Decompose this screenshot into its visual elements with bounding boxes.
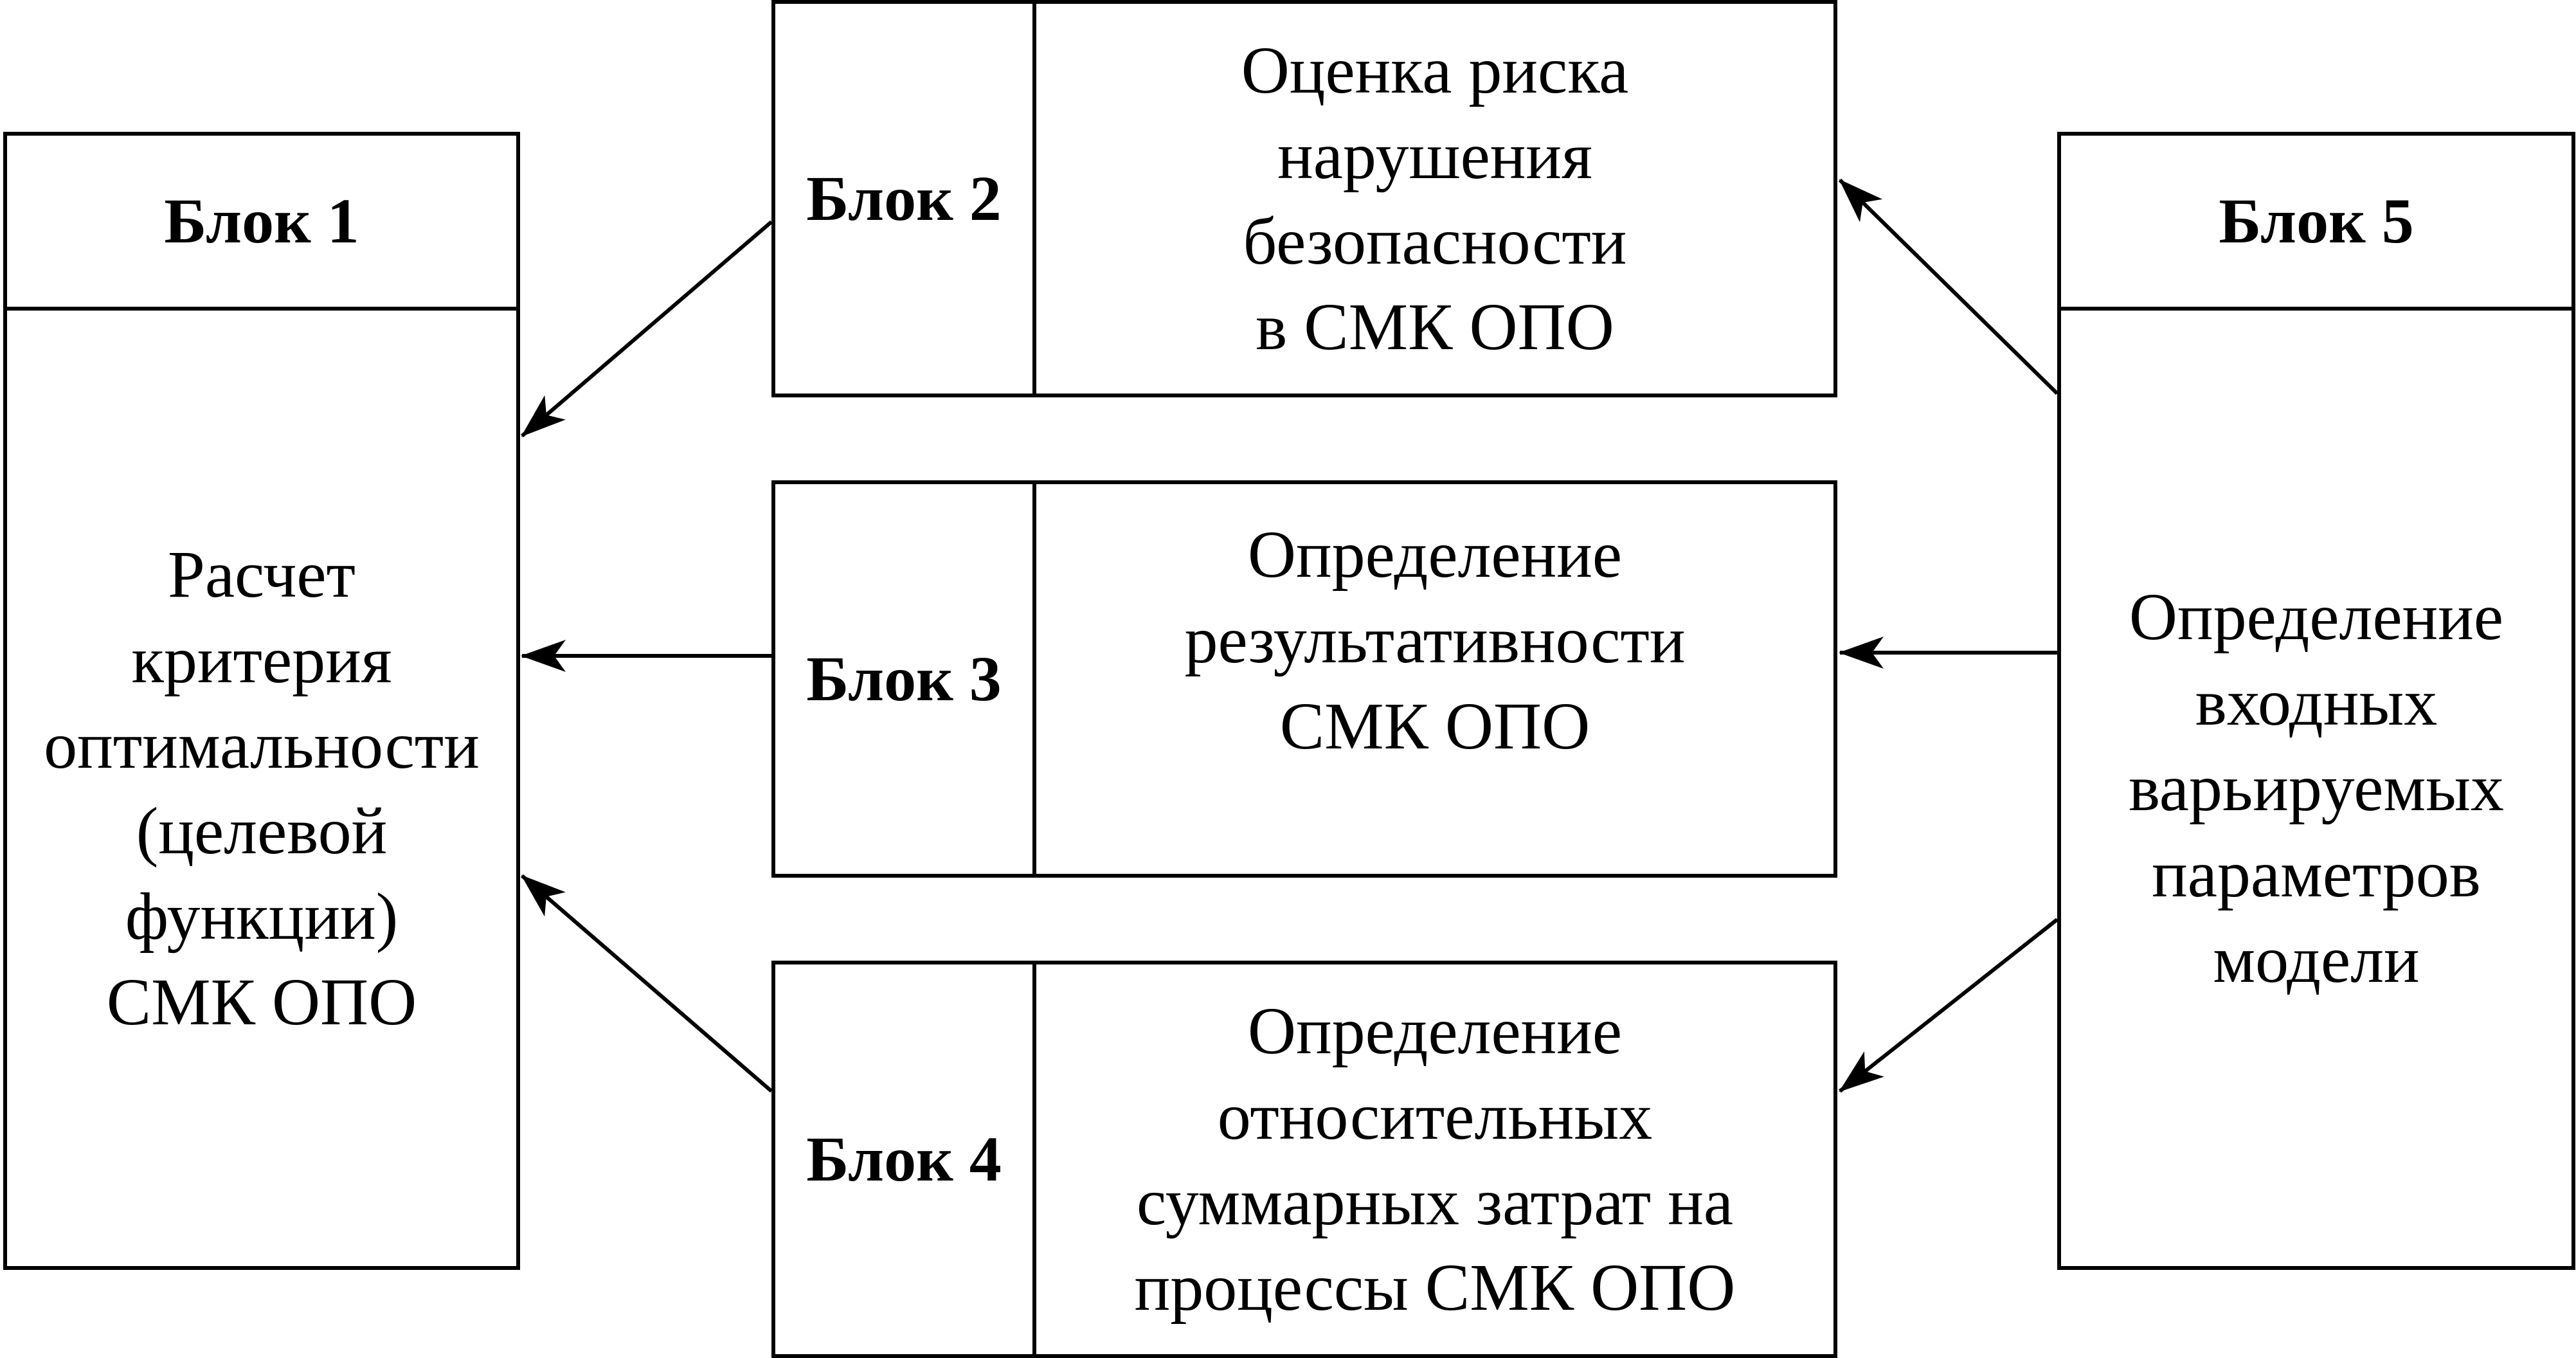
- block-1-text: Расчет критерия оптимальности (целевой ф…: [44, 537, 480, 1040]
- block-4: Блок 4 Определение относительных суммарн…: [771, 961, 1837, 1358]
- block-3-divider: [1032, 484, 1036, 874]
- block-2-text: Оценка риска нарушения безопасности в СМ…: [1241, 33, 1629, 365]
- block-2-divider: [1032, 4, 1036, 394]
- block-4-text: Определение относительных суммарных затр…: [1134, 993, 1736, 1325]
- arrow-block5-to-block2: [1838, 178, 2059, 395]
- block-3-text: Определение результативности СМК ОПО: [1184, 518, 1686, 763]
- arrow-block2-to-block1: [521, 220, 773, 438]
- block-4-header: Блок 4: [806, 1123, 1002, 1195]
- block-1-divider: [7, 307, 516, 311]
- block-1-header: Блок 1: [164, 185, 359, 257]
- block-5-text: Определение входных варьируемых параметр…: [2128, 580, 2505, 997]
- block-1: Блок 1 Расчет критерия оптимальности (це…: [3, 132, 520, 1270]
- arrow-block4-to-block1: [521, 874, 773, 1093]
- block-5-divider: [2061, 307, 2571, 311]
- block-3: Блок 3 Определение результативности СМК …: [771, 480, 1837, 878]
- block-5: Блок 5 Определение входных варьируемых п…: [2057, 132, 2575, 1270]
- arrow-block5-to-block4: [1839, 918, 2058, 1093]
- block-4-divider: [1032, 964, 1036, 1354]
- block-5-header: Блок 5: [2219, 185, 2414, 257]
- block-2: Блок 2 Оценка риска нарушения безопаснос…: [771, 0, 1837, 397]
- block-2-header: Блок 2: [806, 163, 1002, 234]
- block-3-header: Блок 3: [806, 643, 1002, 714]
